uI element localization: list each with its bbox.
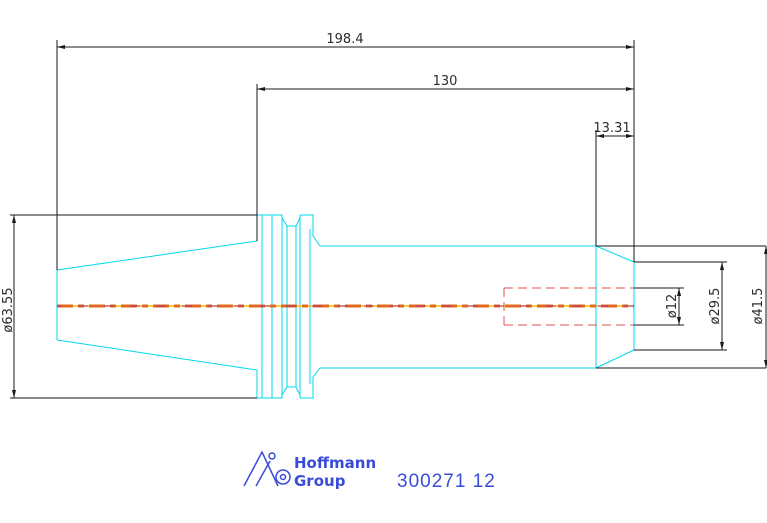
dim-shank-diameter: ø41.5 [751,288,766,325]
logo-text-line1: Hoffmann [294,454,376,472]
logo-text-line2: Group [294,472,346,490]
hoffmann-group-logo: Hoffmann Group [243,450,376,490]
dim-tip-length: 13.31 [593,121,630,136]
part-number: 300271 12 [397,471,496,492]
dim-overall-length: 198.4 [326,32,363,47]
dimension-arrows [12,45,767,398]
dim-shank-length: 130 [433,74,458,89]
dimension-lines [10,40,767,399]
dim-flange-diameter: ø63.55 [1,287,16,332]
dim-bore-diameter: ø12 [665,294,680,319]
logo-icon [243,450,291,487]
dim-tip-diameter: ø29.5 [708,288,723,325]
